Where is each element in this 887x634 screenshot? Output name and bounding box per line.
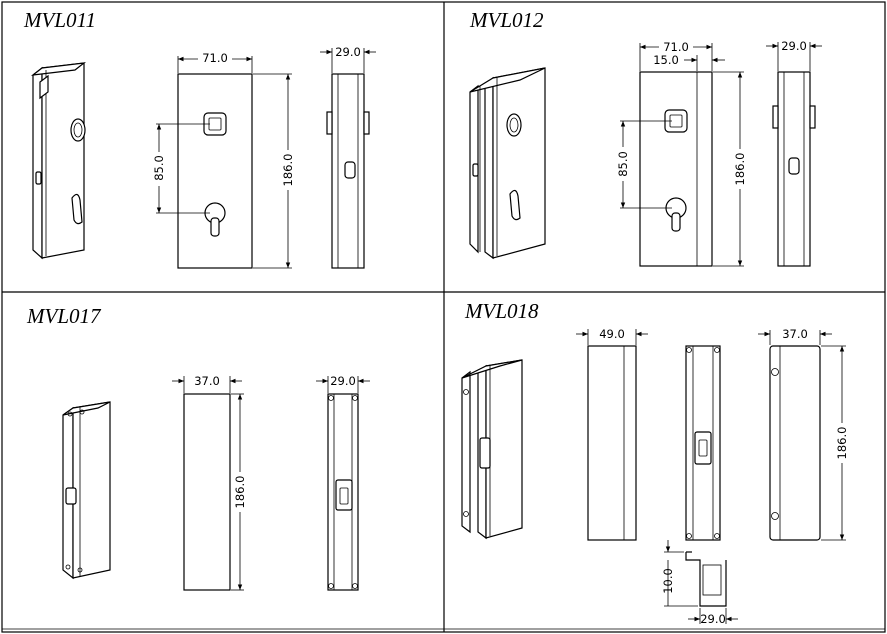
depth-dimension: 29.0 <box>335 45 361 59</box>
iso-view <box>30 62 87 260</box>
panel-mvl011: MVL011 71.0 <box>23 8 376 269</box>
flange-dimension: 10.0 <box>661 568 675 594</box>
width-dimension: 71.0 <box>202 51 228 65</box>
center-distance-dimension: 85.0 <box>152 155 166 181</box>
side-view: 29.0 <box>316 374 370 591</box>
depth-dimension: 29.0 <box>781 39 807 53</box>
panel-title: MVL012 <box>469 8 544 32</box>
width-dimension: 49.0 <box>599 327 625 341</box>
panel-title: MVL018 <box>464 299 539 323</box>
panel-mvl012: MVL012 71.0 <box>469 8 822 267</box>
panel-title: MVL017 <box>26 304 102 328</box>
width-dimension: 71.0 <box>663 40 689 54</box>
front-view: 49.0 <box>576 327 648 541</box>
iso-view <box>461 359 523 540</box>
height-dimension: 186.0 <box>281 154 295 187</box>
height-dimension: 186.0 <box>835 427 849 460</box>
offset-dimension: 15.0 <box>653 53 679 67</box>
height-dimension: 186.0 <box>233 476 247 509</box>
center-distance-dimension: 85.0 <box>616 151 630 177</box>
bottom-view: 10.0 29.0 <box>661 540 738 626</box>
width-dimension: 37.0 <box>782 327 808 341</box>
panel-mvl017: MVL017 37.0 186.0 <box>26 304 370 591</box>
iso-view <box>62 401 111 580</box>
side-view: 29.0 <box>320 45 376 269</box>
height-dimension: 186.0 <box>733 153 747 186</box>
front-view: 71.0 15.0 85.0 186.0 <box>615 39 748 267</box>
panel-title: MVL011 <box>23 8 96 32</box>
panel-mvl018: MVL018 49.0 <box>461 299 850 626</box>
iso-view <box>469 67 546 260</box>
depth-dimension: 29.0 <box>330 374 356 388</box>
back-view: 37.0 186.0 <box>758 327 850 541</box>
side-view: 29.0 <box>766 39 822 267</box>
side-view <box>685 345 721 541</box>
depth-dimension: 29.0 <box>700 612 726 626</box>
front-view: 37.0 186.0 <box>172 374 248 591</box>
width-dimension: 37.0 <box>194 374 220 388</box>
front-view: 71.0 85.0 186.0 <box>151 51 296 269</box>
